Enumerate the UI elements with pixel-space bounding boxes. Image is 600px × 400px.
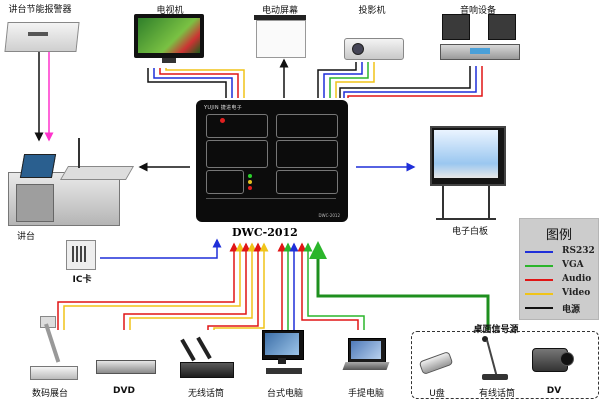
legend-swatch xyxy=(525,307,553,309)
usb-drive-device xyxy=(418,350,460,376)
wired-mic-device xyxy=(478,336,514,382)
wireless-mic-device xyxy=(180,336,234,378)
legend-item-label: RS232 xyxy=(562,246,595,256)
ic-card-reader-device xyxy=(66,240,96,270)
controller-model-text: DWC-2012 xyxy=(318,213,340,218)
desktop-pc-device xyxy=(262,330,308,380)
audio-device xyxy=(440,14,520,68)
legend-item-label: Audio xyxy=(562,274,592,284)
tv-label: 电视机 xyxy=(156,6,184,16)
laptop-label: 手提电脑 xyxy=(347,389,385,399)
screen-label: 电动屏幕 xyxy=(261,6,299,16)
projector-label: 投影机 xyxy=(358,6,386,16)
legend-item-power: 电源 xyxy=(525,302,597,315)
legend-swatch xyxy=(525,293,553,295)
controller-name: DWC-2012 xyxy=(232,226,298,239)
legend-item-rs232: RS232 xyxy=(525,246,597,258)
dvd-label: DVD xyxy=(113,386,135,396)
dv-label: DV xyxy=(546,386,562,396)
projector-device xyxy=(344,34,404,60)
legend-title: 图例 xyxy=(545,228,572,243)
desktop-pc-label: 台式电脑 xyxy=(266,389,304,399)
lectern-device xyxy=(4,138,138,228)
desktop-signal-source-box xyxy=(411,331,599,399)
legend-item-label: Video xyxy=(562,288,591,298)
legend-item-label: VGA xyxy=(562,260,584,270)
lectern-alarm-label: 讲台节能报警器 xyxy=(8,5,72,15)
desktop-signal-label: 桌面信号源 xyxy=(473,325,519,335)
dvd-device xyxy=(96,360,156,376)
legend-item-vga: VGA xyxy=(525,260,597,272)
legend-item-audio: Audio xyxy=(525,274,597,286)
usb-label: U盘 xyxy=(429,389,445,399)
lectern-label: 讲台 xyxy=(16,232,36,242)
legend-swatch xyxy=(525,251,553,253)
laptop-device xyxy=(342,338,390,376)
legend-item-label: 电源 xyxy=(562,305,581,315)
doc-camera-label: 数码展台 xyxy=(31,389,69,399)
legend-swatch xyxy=(525,279,553,281)
legend-item-video: Video xyxy=(525,288,597,300)
whiteboard-label: 电子白板 xyxy=(451,227,489,237)
tv-device xyxy=(134,14,204,64)
wireless-mic-label: 无线话筒 xyxy=(187,389,225,399)
audio-label: 音响设备 xyxy=(459,6,497,16)
controller-panel: YUJIN 捷进电子 DWC-2012 xyxy=(196,100,348,222)
dv-camera-device xyxy=(532,342,574,376)
legend: 图例 RS232 VGA Audio Video 电源 xyxy=(519,218,599,320)
legend-swatch xyxy=(525,265,553,267)
lectern-alarm-device xyxy=(4,18,80,54)
controller-brand: YUJIN 捷进电子 xyxy=(204,105,242,111)
ic-card-label: IC卡 xyxy=(72,275,92,285)
doc-camera-device xyxy=(28,310,78,382)
screen-device xyxy=(254,15,306,59)
wired-mic-label: 有线话筒 xyxy=(478,389,516,399)
whiteboard-device xyxy=(430,126,506,222)
